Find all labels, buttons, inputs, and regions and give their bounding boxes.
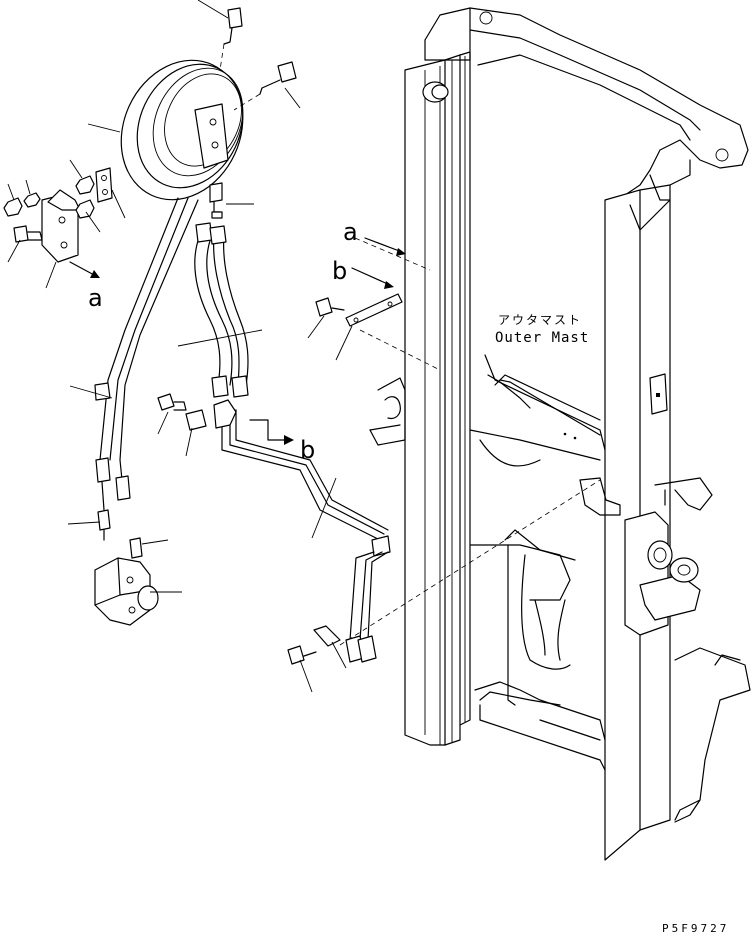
view-letter-a-lower: a	[88, 284, 103, 312]
text-labels: a b a b アウタマスト Outer Mast P5F9727	[88, 218, 729, 935]
view-arrows	[249, 237, 406, 445]
mast-label-english: Outer Mast	[495, 330, 589, 346]
hoses	[94, 197, 391, 663]
reel-bracket	[3, 167, 113, 278]
view-letter-a-upper: a	[343, 218, 358, 246]
mast-label-japanese: アウタマスト	[498, 313, 582, 327]
view-letter-b-lower: b	[300, 436, 315, 464]
hose-reel	[120, 7, 297, 219]
bolts	[157, 293, 403, 665]
reference-lines	[339, 237, 601, 646]
leader-lines	[7, 0, 353, 693]
outer-mast	[369, 7, 751, 861]
view-letter-b-upper: b	[332, 257, 347, 285]
drawing-code: P5F9727	[662, 922, 729, 935]
